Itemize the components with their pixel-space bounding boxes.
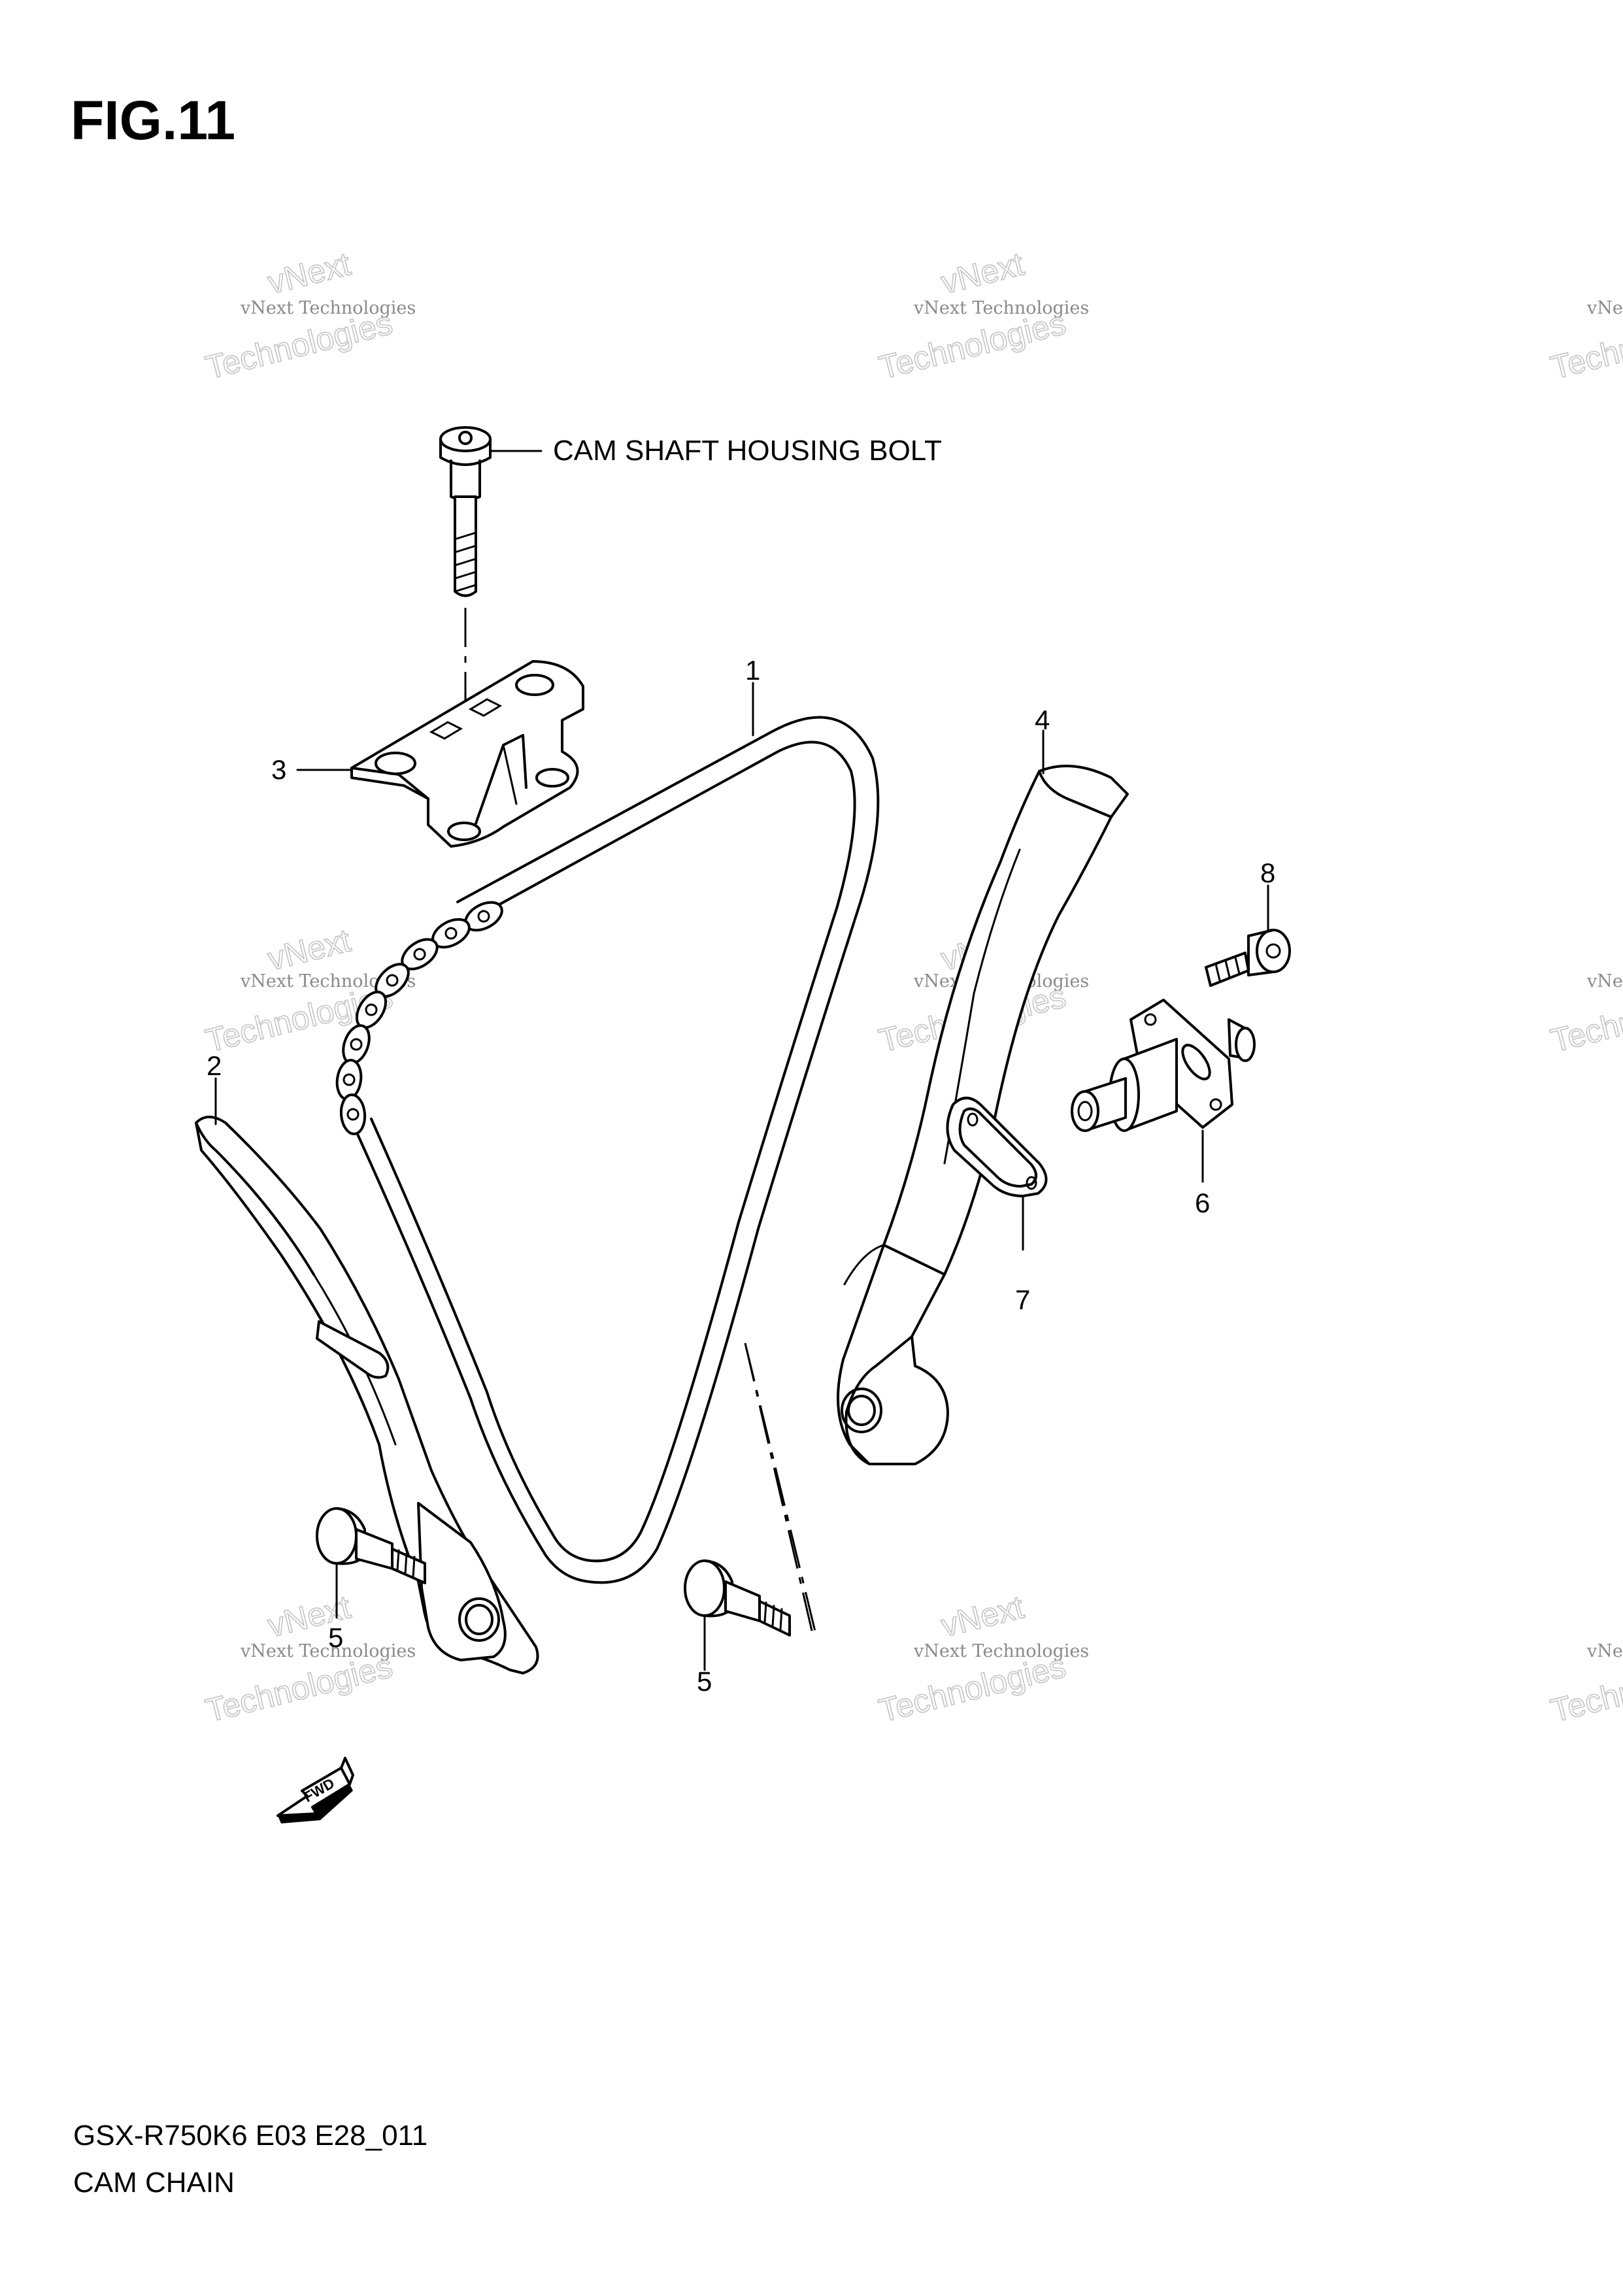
part-1-cam-chain <box>335 716 880 1584</box>
part-6-number: 6 <box>1195 1188 1210 1218</box>
diagram-model-code: GSX-R750K6 E03 E28_011 <box>73 2120 428 2152</box>
part-2-chain-guide <box>195 1116 539 1674</box>
part-6-cam-chain-tensioner <box>1071 999 1256 1132</box>
watermark-right-edge-top: vNext Technologies Technologies <box>1547 298 1623 386</box>
part-7-number: 7 <box>1015 1284 1030 1315</box>
svg-text:vNext: vNext <box>264 922 354 977</box>
part-8-number: 8 <box>1260 857 1275 888</box>
svg-text:vNext Technologies: vNext Technologies <box>913 298 1089 318</box>
svg-text:vNext Technologies: vNext Technologies <box>1586 1641 1623 1661</box>
figure-title: FIG.11 <box>71 90 236 151</box>
part-5-left-number: 5 <box>328 1622 343 1653</box>
svg-text:vNext Technologies: vNext Technologies <box>1586 971 1623 991</box>
watermark-right-edge-bottom: vNext Technologies Technologies <box>1547 1641 1623 1729</box>
diagram-section-name: CAM CHAIN <box>73 2167 235 2199</box>
svg-text:vNext Technologies: vNext Technologies <box>1586 298 1623 318</box>
part-7-tensioner-gasket <box>946 1097 1048 1197</box>
part-3-cam-shaft-housing <box>350 660 584 848</box>
svg-text:vNext: vNext <box>264 245 354 301</box>
watermark-bottom-left: vNext vNext Technologies Technologies <box>201 1588 416 1730</box>
fwd-direction-arrow: FWD <box>276 1757 354 1823</box>
watermark-top-left: vNext vNext Technologies Technologies <box>201 245 416 387</box>
alignment-line <box>744 1342 817 1640</box>
callout-label: CAM SHAFT HOUSING BOLT <box>553 435 942 467</box>
watermark-bottom-center: vNext vNext Technologies Technologies <box>875 1588 1089 1730</box>
part-3-number: 3 <box>271 754 286 785</box>
part-8-tensioner-bolt <box>1205 929 1291 987</box>
part-5-guide-bolt-left <box>316 1507 426 1584</box>
part-1-number: 1 <box>745 655 760 686</box>
part-5-center-number: 5 <box>697 1666 712 1697</box>
svg-text:vNext Technologies: vNext Technologies <box>240 1641 416 1661</box>
svg-text:vNext Technologies: vNext Technologies <box>913 1641 1089 1661</box>
watermark-right-edge-middle: vNext Technologies Technologies <box>1547 971 1623 1059</box>
part-2-number: 2 <box>207 1050 222 1081</box>
svg-text:vNext: vNext <box>937 1588 1028 1644</box>
svg-text:vNext: vNext <box>937 245 1028 301</box>
cam-shaft-housing-bolt <box>439 426 492 597</box>
part-4-number: 4 <box>1035 705 1050 735</box>
watermark-top-center: vNext vNext Technologies Technologies <box>875 245 1089 387</box>
part-4-chain-tensioner-guide <box>837 765 1129 1465</box>
chain-link-section <box>335 901 503 1135</box>
part-5-guide-bolt-center <box>684 1559 791 1637</box>
svg-text:vNext Technologies: vNext Technologies <box>240 298 416 318</box>
